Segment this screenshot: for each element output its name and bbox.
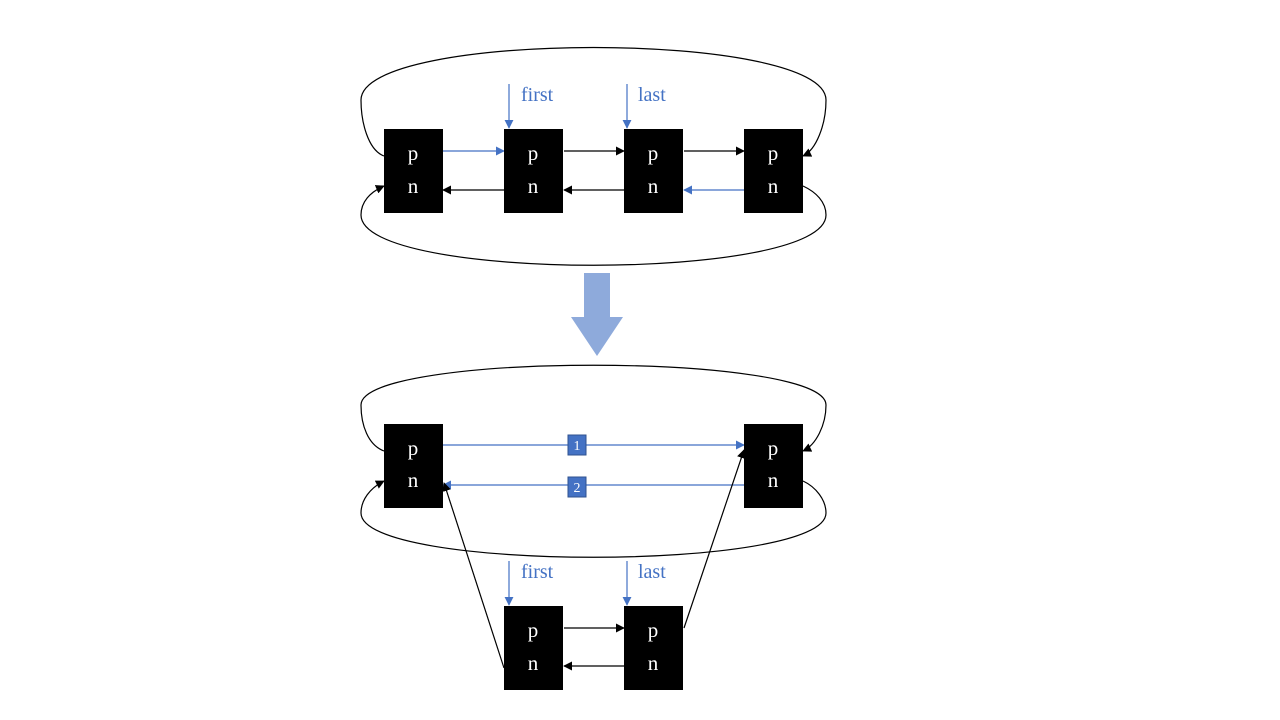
node-prev-label: p — [768, 436, 779, 460]
node-next-label: n — [408, 468, 419, 492]
node-next-label: n — [768, 174, 779, 198]
step-badge-label: 1 — [574, 439, 581, 454]
first-pointer-label: first — [521, 84, 554, 106]
step-badge: 1 — [567, 434, 587, 456]
node-prev-label: p — [648, 141, 659, 165]
last-pointer: last — [622, 84, 666, 129]
list-node: p n — [744, 129, 803, 213]
panel-before: p n p n p n p n first last — [360, 46, 827, 266]
wrap-link-top — [360, 364, 827, 452]
list-node: p n — [504, 606, 563, 690]
wrap-link-top — [360, 46, 827, 157]
node-prev-label: p — [528, 618, 539, 642]
node-prev-label: p — [528, 141, 539, 165]
node-prev-label: p — [408, 436, 419, 460]
node-prev-label: p — [768, 141, 779, 165]
list-node: p n — [744, 424, 803, 508]
segment-last-to-tail-link — [683, 449, 746, 629]
list-node: p n — [624, 129, 683, 213]
last-pointer-label: last — [638, 84, 666, 106]
transition-arrow-icon — [571, 273, 623, 356]
step-badge: 2 — [567, 476, 587, 498]
node-next-label: n — [768, 468, 779, 492]
segment-first-to-head-link — [442, 482, 505, 669]
last-pointer: last — [622, 561, 666, 606]
node-prev-label: p — [648, 618, 659, 642]
wrap-link-bottom — [360, 480, 827, 558]
first-pointer-label: first — [521, 561, 554, 583]
node-next-label: n — [408, 174, 419, 198]
first-pointer: first — [504, 84, 554, 129]
node-next-label: n — [648, 174, 659, 198]
list-node: p n — [504, 129, 563, 213]
node-next-label: n — [528, 174, 539, 198]
step-badge-label: 2 — [574, 481, 581, 496]
list-node: p n — [384, 129, 443, 213]
first-pointer: first — [504, 561, 554, 606]
wrap-link-bottom — [360, 185, 827, 266]
node-prev-label: p — [408, 141, 419, 165]
node-next-label: n — [648, 651, 659, 675]
last-pointer-label: last — [638, 561, 666, 583]
panel-after: 1 2 p n p n p n p n — [360, 364, 827, 690]
list-node: p n — [384, 424, 443, 508]
list-node: p n — [624, 606, 683, 690]
node-next-label: n — [528, 651, 539, 675]
